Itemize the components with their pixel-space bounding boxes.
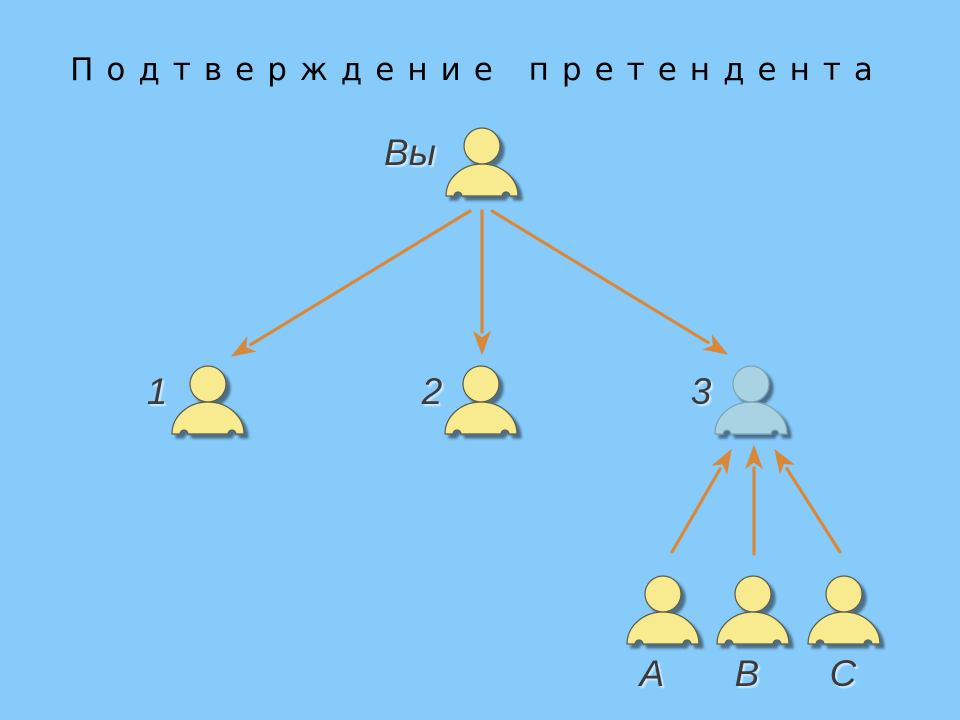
person-body xyxy=(171,401,245,435)
person-icon xyxy=(445,127,519,197)
arrow-shaft xyxy=(249,209,472,347)
person-head xyxy=(825,575,863,613)
person-body xyxy=(445,163,519,197)
person-head xyxy=(644,575,682,613)
arrowhead xyxy=(711,448,732,475)
person-body xyxy=(716,611,790,645)
node-label-you: Вы xyxy=(384,132,436,173)
person-icon xyxy=(807,575,881,645)
person-icon xyxy=(444,365,518,435)
node-a: A xyxy=(626,575,700,694)
person-head xyxy=(734,575,772,613)
arrow-you-to-p3 xyxy=(490,209,729,355)
arrow-b-to-p3 xyxy=(744,444,764,556)
person-head xyxy=(462,365,500,403)
arrowhead xyxy=(230,336,257,357)
person-body xyxy=(626,611,700,645)
node-label-a: A xyxy=(638,653,665,694)
node-label-b: B xyxy=(735,653,760,694)
node-b: B xyxy=(716,575,790,694)
person-icon xyxy=(714,365,788,435)
person-head xyxy=(189,365,227,403)
node-label-p1: 1 xyxy=(147,371,168,412)
person-body xyxy=(444,401,518,435)
arrowhead xyxy=(702,334,729,355)
arrow-a-to-p3 xyxy=(670,448,732,554)
node-label-p2: 2 xyxy=(421,371,443,412)
arrow-you-to-p1 xyxy=(230,209,472,357)
arrow-you-to-p2 xyxy=(472,209,492,356)
arrowhead xyxy=(744,444,764,470)
node-p1: 1 xyxy=(147,365,245,435)
node-label-c: C xyxy=(830,653,857,694)
person-head xyxy=(463,127,501,165)
arrowhead xyxy=(774,448,796,475)
arrow-shaft xyxy=(785,466,842,554)
arrowhead xyxy=(472,330,492,356)
node-label-p3: 3 xyxy=(691,371,712,412)
person-body xyxy=(714,401,788,435)
arrows-layer xyxy=(230,209,842,556)
people-layer: Вы 1 2 3A B C xyxy=(147,127,881,694)
person-icon xyxy=(716,575,790,645)
person-body xyxy=(807,611,881,645)
slide-title: Подтверждение претендента xyxy=(70,52,886,88)
node-c: C xyxy=(807,575,881,694)
arrow-shaft xyxy=(490,209,710,345)
person-head xyxy=(732,365,770,403)
person-icon xyxy=(626,575,700,645)
person-icon xyxy=(171,365,245,435)
arrow-c-to-p3 xyxy=(774,448,842,554)
arrow-shaft xyxy=(670,467,722,554)
node-you: Вы xyxy=(384,127,519,197)
node-p3: 3 xyxy=(691,365,788,435)
node-p2: 2 xyxy=(421,365,518,435)
